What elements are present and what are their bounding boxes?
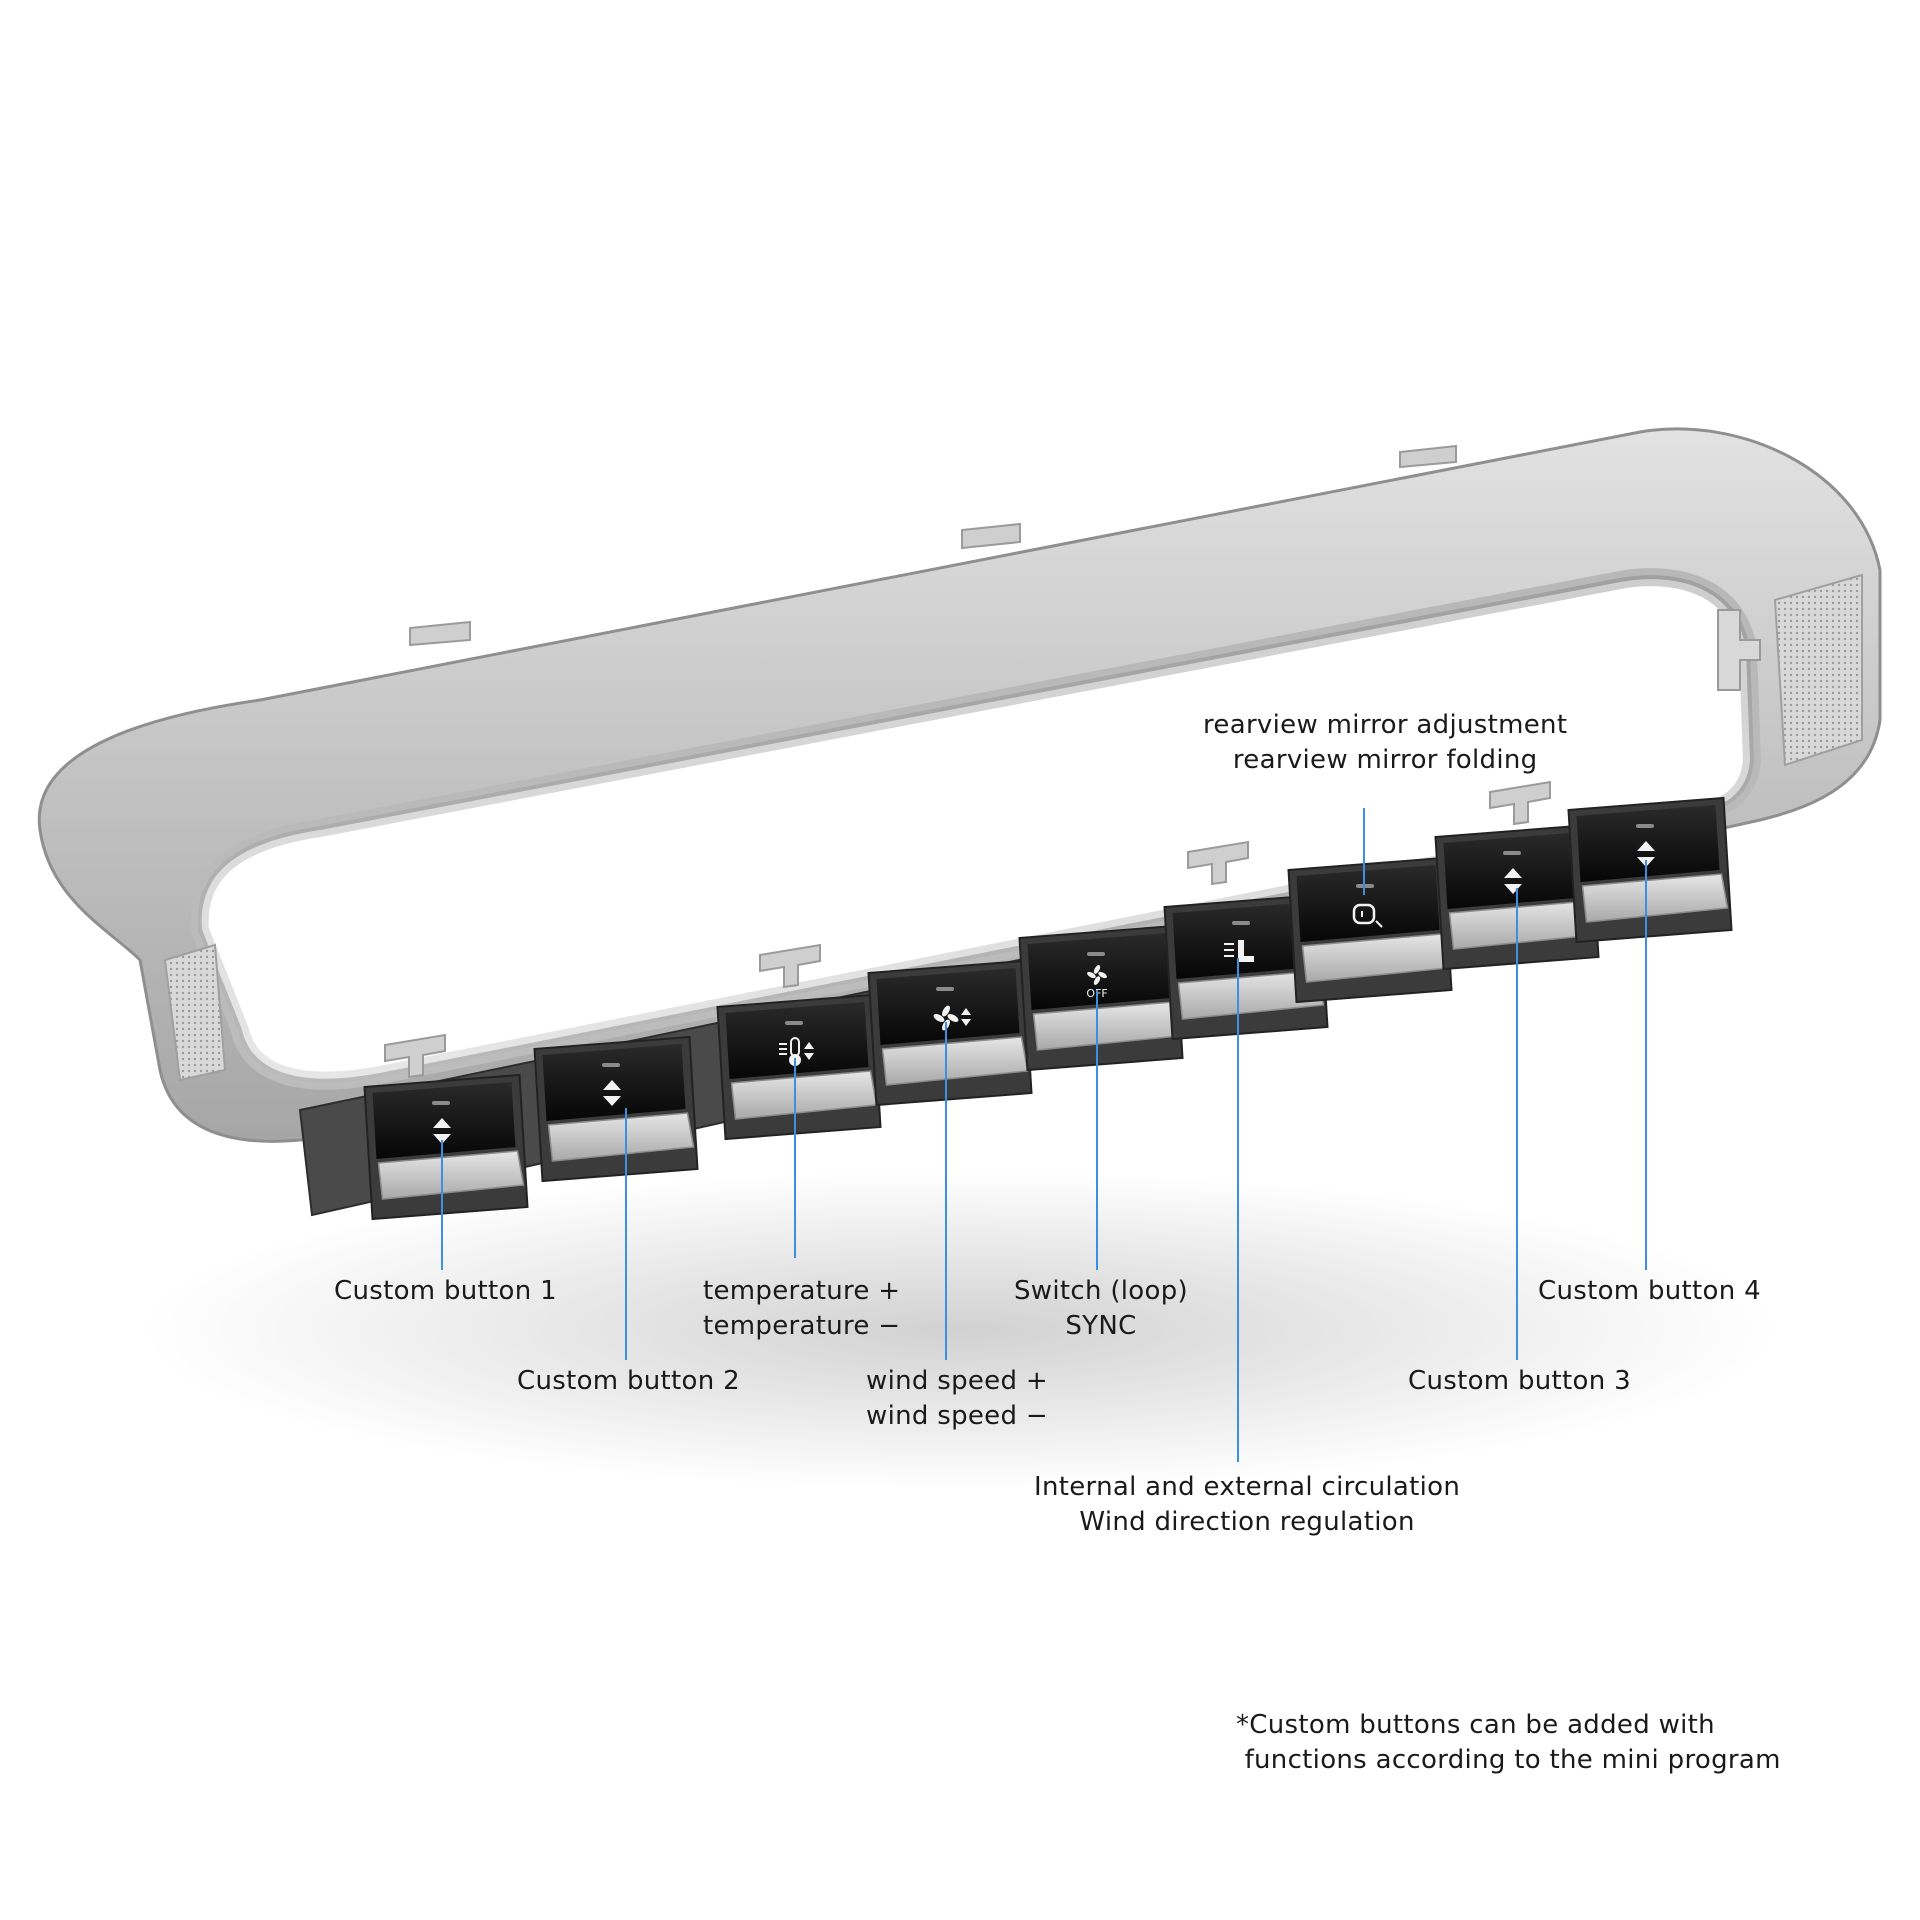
button-cap <box>547 1112 695 1162</box>
button-cap <box>1581 873 1729 923</box>
indicator-led <box>432 1101 450 1105</box>
label-temperature: temperature + temperature − <box>703 1276 901 1341</box>
hvac-button-4[interactable] <box>867 959 1033 1107</box>
label-rearview-mirror: rearview mirror adjustment rearview mirr… <box>1203 710 1568 775</box>
label-switch-sync: Switch (loop) SYNC <box>1014 1276 1188 1341</box>
indicator-led <box>1087 952 1105 956</box>
floor-shadow <box>140 1170 1780 1490</box>
lower-clip <box>384 1033 446 1079</box>
leader-lines <box>441 808 1647 1462</box>
hvac-button-3[interactable] <box>716 993 882 1141</box>
double-arrow-icon <box>433 1118 451 1144</box>
button-face <box>1027 933 1171 1010</box>
lower-clip <box>759 943 821 989</box>
button-cap <box>377 1150 525 1200</box>
indicator-led <box>785 1021 803 1025</box>
label-custom-button-2: Custom button 2 <box>517 1366 740 1396</box>
button-face <box>1296 865 1440 942</box>
seat-airflow-icon <box>1224 940 1254 962</box>
hvac-button-1[interactable] <box>363 1073 529 1221</box>
label-custom-button-1: Custom button 1 <box>334 1276 557 1306</box>
label-circulation: Internal and external circulation Wind d… <box>1034 1472 1461 1537</box>
indicator-led <box>1503 851 1521 855</box>
double-arrow-icon <box>603 1080 621 1106</box>
mounting-clips-lower <box>384 780 1551 1079</box>
label-wind-speed: wind speed + wind speed − <box>866 1366 1048 1431</box>
button-face <box>725 1002 869 1079</box>
fan-icon <box>933 1005 971 1031</box>
right-bracket <box>1717 609 1761 691</box>
lower-clip <box>1187 840 1249 886</box>
hvac-button-7[interactable] <box>1287 856 1453 1004</box>
label-custom-button-4: Custom button 4 <box>1538 1276 1761 1306</box>
footnote: *Custom buttons can be added with functi… <box>1236 1710 1781 1775</box>
mirror-icon <box>1352 903 1383 928</box>
hvac-button-2[interactable] <box>533 1035 699 1183</box>
indicator-led <box>602 1063 620 1067</box>
right-speaker-grille <box>1773 573 1863 767</box>
left-speaker-grille <box>163 943 227 1082</box>
label-custom-button-3: Custom button 3 <box>1408 1366 1631 1396</box>
hvac-button-6[interactable] <box>1163 893 1329 1041</box>
double-arrow-icon <box>1504 868 1522 894</box>
indicator-led <box>936 987 954 991</box>
button-row: OFF <box>363 796 1733 1221</box>
hvac-button-5[interactable]: OFF <box>1018 924 1184 1072</box>
lower-clip <box>1489 780 1551 826</box>
indicator-led <box>1636 824 1654 828</box>
hvac-button-9[interactable] <box>1567 796 1733 944</box>
indicator-led <box>1232 921 1250 925</box>
button-cap <box>1177 970 1325 1020</box>
